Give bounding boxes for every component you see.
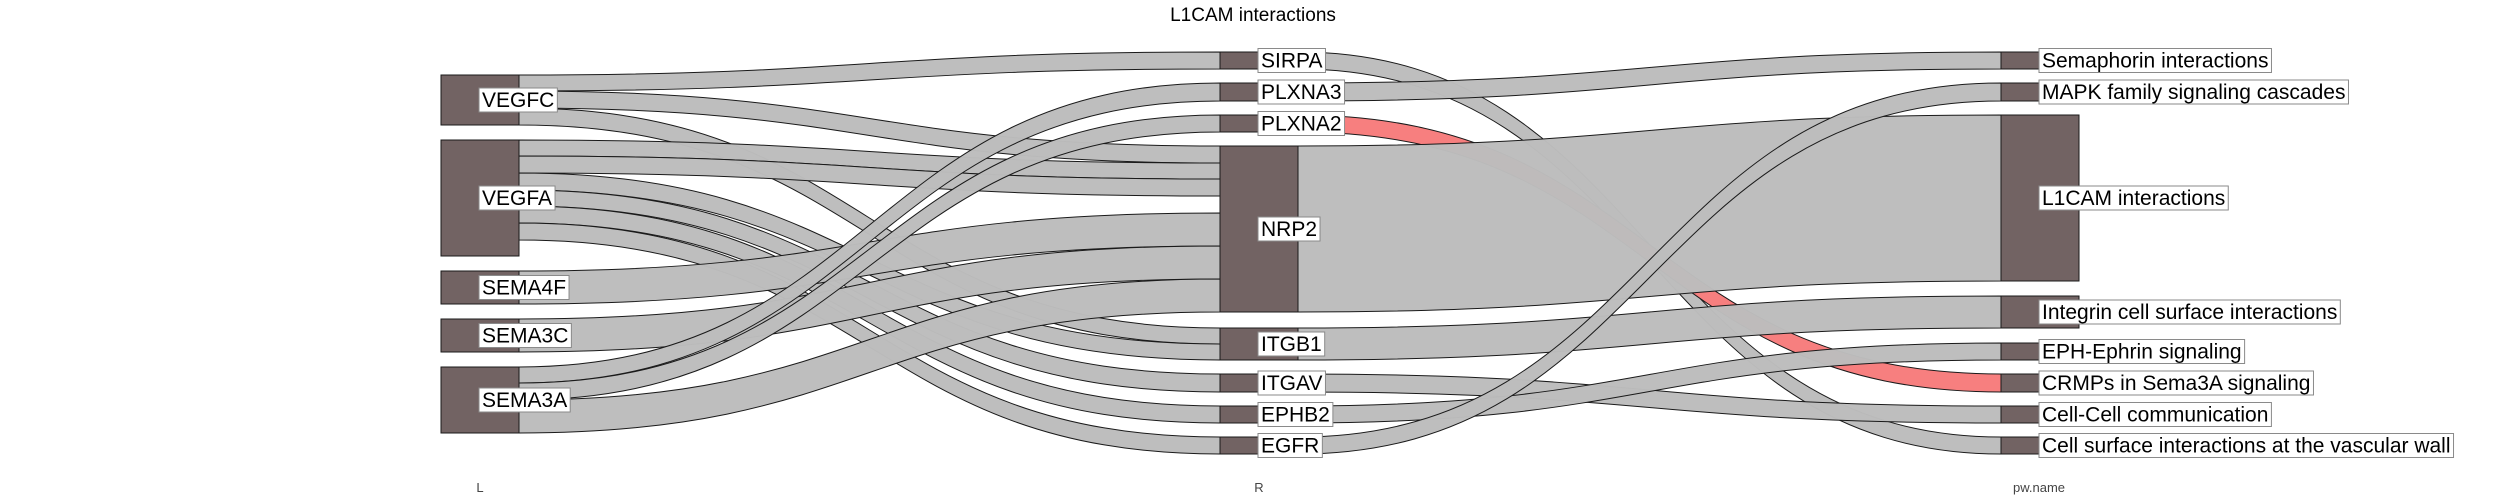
node-label-itgb1: ITGB1 [1257,331,1326,357]
node-label-text: EPHB2 [1261,404,1330,427]
flow-vegfc-to-sirpa [518,51,1221,92]
label-box [2038,48,2272,73]
node-label-cell-cell-communication: Cell-Cell communication [2038,402,2272,427]
node-label-text: SEMA3A [482,389,567,412]
node-label-text: PLXNA2 [1261,113,1342,136]
label-box [2038,433,2455,458]
label-box [478,185,556,211]
label-box [2038,299,2341,325]
flows-left-to-right [518,51,1221,455]
labels-layer: VEGFC VEGFA SEMA4F SEMA3C SEMA3A SIRPA PLXNA3P… [478,48,2455,458]
flows-receptor-to-pathway [1297,51,2002,455]
chart-title: L1CAM interactions [1170,5,1336,26]
label-box [1257,79,1346,105]
node-label-l1cam-interactions: L1CAM interactions [2038,185,2229,211]
node-label-egfr: EGFR [1257,433,1323,458]
node-label-text: MAPK family signaling cascades [2042,81,2345,104]
label-box [2038,339,2246,364]
label-box [478,387,571,413]
node-label-plxna2: PLXNA2 [1257,111,1346,136]
node-label-text: EGFR [1261,435,1319,458]
node-label-text: Cell surface interactions at the vascula… [2042,435,2451,458]
node-label-text: PLXNA3 [1261,81,1342,104]
node-label-mapk-family-signaling-cascades: MAPK family signaling cascades [2038,79,2349,105]
label-box [2038,185,2229,211]
flow-nrp2-to-l1cam-interactions [1297,114,2002,313]
column-label-l: L [476,480,483,495]
node-label-plxna3: PLXNA3 [1257,79,1346,105]
label-box [1257,48,1326,73]
node-label-vegfc: VEGFC [478,87,558,113]
node-label-text: Cell-Cell communication [2042,404,2268,427]
node-label-text: VEGFA [482,187,552,210]
node-label-text: L1CAM interactions [2042,187,2225,210]
label-box [1257,370,1326,396]
label-box [2038,79,2349,105]
node-label-text: CRMPs in Sema3A signaling [2042,372,2310,395]
label-box [1257,111,1346,136]
node-label-text: EPH-Ephrin signaling [2042,341,2242,364]
node-label-ephb2: EPHB2 [1257,402,1334,427]
label-box [478,275,570,300]
node-label-text: SEMA4F [482,277,566,300]
node-label-semaphorin-interactions: Semaphorin interactions [2038,48,2272,73]
node-label-crmps-in-sema3a-signaling: CRMPs in Sema3A signaling [2038,370,2314,396]
node-label-text: Integrin cell surface interactions [2042,301,2337,324]
label-box [478,87,558,113]
node-label-text: Semaphorin interactions [2042,50,2268,73]
label-box [1257,216,1321,242]
node-label-nrp2: NRP2 [1257,216,1321,242]
column-label-r: R [1254,480,1263,495]
label-box [2038,402,2272,427]
node-label-sema3c: SEMA3C [478,323,572,348]
node-label-sirpa: SIRPA [1257,48,1326,73]
node-label-text: VEGFC [482,89,554,112]
node-label-sema3a: SEMA3A [478,387,571,413]
node-label-text: SIRPA [1261,50,1322,73]
node-label-vegfa: VEGFA [478,185,556,211]
label-box [1257,402,1334,427]
label-box [1257,433,1323,458]
node-label-cell-surface-interactions-at-the-vascular-wall: Cell surface interactions at the vascula… [2038,433,2455,458]
node-label-integrin-cell-surface-interactions: Integrin cell surface interactions [2038,299,2341,325]
label-box [2038,370,2314,396]
node-label-sema4f: SEMA4F [478,275,570,300]
column-label-pw-name: pw.name [2013,480,2065,495]
node-label-itgav: ITGAV [1257,370,1326,396]
node-label-text: ITGAV [1261,372,1322,395]
label-box [1257,331,1326,357]
node-label-eph-ephrin-signaling: EPH-Ephrin signaling [2038,339,2246,364]
node-label-text: ITGB1 [1261,333,1322,356]
label-box [478,323,572,348]
node-label-text: NRP2 [1261,218,1317,241]
node-label-text: SEMA3C [482,325,568,348]
